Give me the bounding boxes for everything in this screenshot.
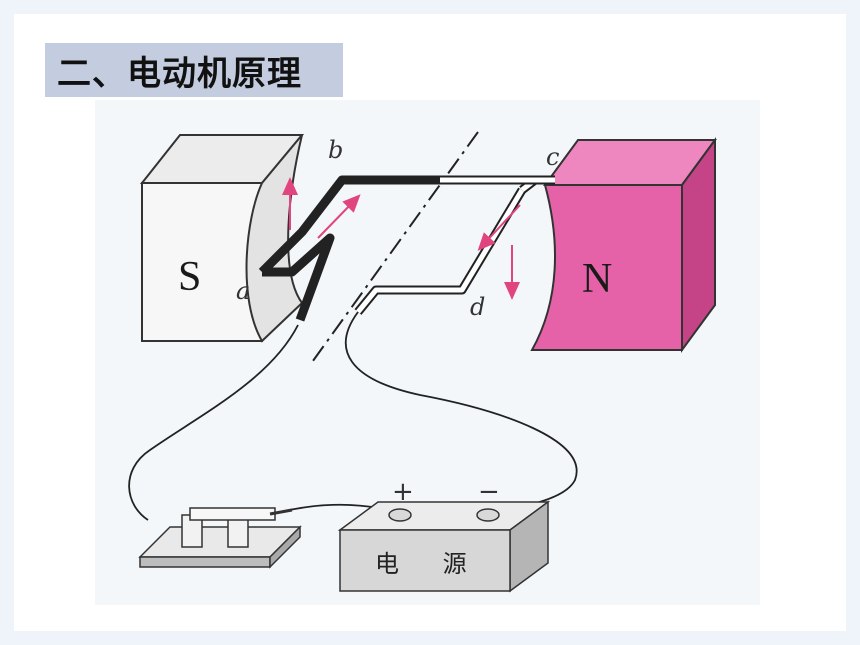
battery-icon: + − 电 源 — [337, 477, 551, 593]
rotation-axis — [309, 131, 479, 366]
page-title: 二、电动机原理 — [57, 53, 302, 94]
current-arrow-ab — [317, 194, 361, 239]
current-arrow-cd — [477, 204, 521, 251]
battery-minus: − — [478, 477, 500, 507]
force-arrows — [282, 177, 521, 300]
battery-label: 电 源 — [375, 550, 485, 578]
label-a: a — [236, 277, 250, 305]
battery-plus: + — [392, 477, 414, 507]
wire-right — [344, 311, 578, 513]
switch-icon — [138, 507, 302, 569]
title-bar: 二、电动机原理 — [45, 43, 343, 97]
n-pole-label: N — [582, 256, 612, 302]
n-magnet-icon: N — [530, 136, 717, 354]
label-c: c — [546, 143, 559, 171]
s-pole-label: S — [178, 254, 201, 300]
label-d: d — [470, 293, 485, 321]
label-b: b — [328, 136, 343, 164]
wire-left — [128, 324, 299, 521]
s-magnet-icon: S — [139, 134, 305, 343]
